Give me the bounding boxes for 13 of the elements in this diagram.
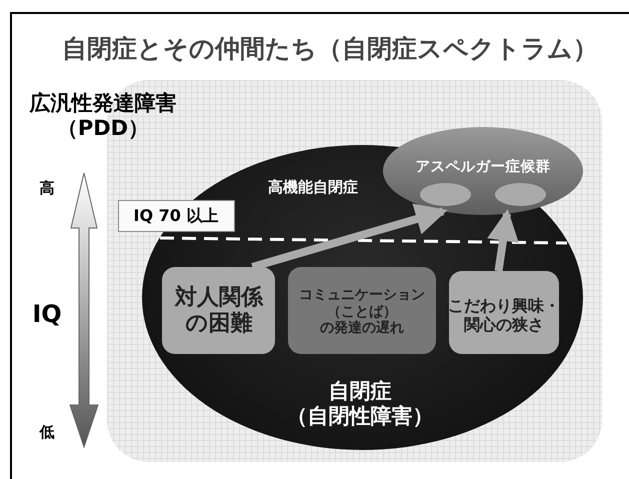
panel-heading: 広汎性発達障害（PDD） (28, 90, 178, 142)
threshold-box: IQ 70 以上 (118, 200, 235, 232)
axis-label: 低 (38, 422, 56, 443)
ellipse-label: 高機能自閉症 (267, 177, 359, 198)
trait-box: コミュニケーション（ことば）の発達の遅れ (288, 267, 436, 354)
title: 自閉症とその仲間たち（自閉症スペクトラム） (61, 33, 599, 65)
ellipse-label: アスペルガー症候群 (414, 158, 552, 178)
ellipse-label: 自閉症（自閉性障害） (295, 378, 425, 430)
axis-label: 高 (38, 178, 56, 199)
trait-box: 対人関係の困難 (162, 267, 275, 354)
arrow (487, 208, 519, 272)
trait-box: こだわり興味・関心の狭さ (449, 271, 559, 354)
axis-label: IQ (31, 299, 63, 330)
